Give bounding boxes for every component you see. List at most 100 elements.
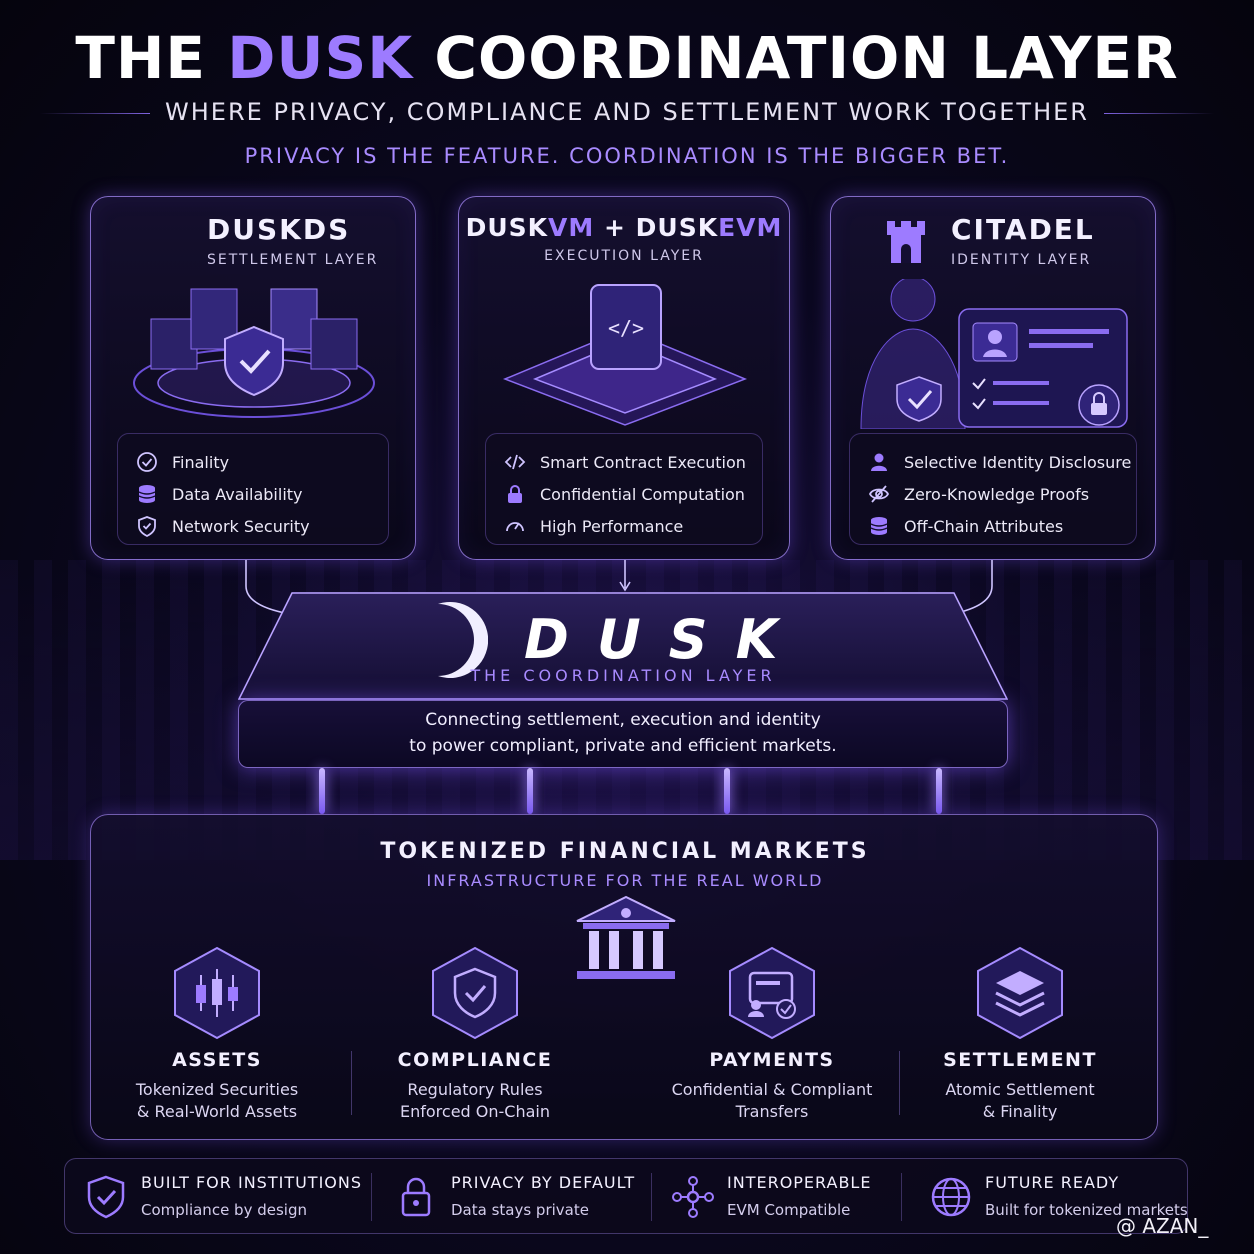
title-accent: DUSK bbox=[227, 24, 414, 92]
dusk-platform-top bbox=[238, 592, 1008, 700]
globe-icon bbox=[931, 1177, 971, 1217]
bank-building-icon bbox=[576, 895, 676, 979]
title-suffix: COORDINATION LAYER bbox=[434, 24, 1179, 92]
title-prefix: THE bbox=[75, 24, 207, 92]
feature-label: High Performance bbox=[540, 516, 684, 536]
feature-row: Network Security bbox=[136, 510, 388, 542]
light-pillar bbox=[936, 768, 942, 814]
card-duskds-features: Finality Data Availability Network Secur… bbox=[117, 433, 389, 545]
feature-row: High Performance bbox=[504, 510, 762, 542]
market-column-title: PAYMENTS bbox=[709, 1049, 835, 1071]
dusk-core-platform: DUSK THE COORDINATION LAYER Connecting s… bbox=[238, 592, 1008, 768]
footer-divider bbox=[651, 1173, 652, 1221]
tokenized-markets-panel: TOKENIZED FINANCIAL MARKETS INFRASTRUCTU… bbox=[90, 814, 1158, 1140]
card-subtitle: SETTLEMENT LAYER bbox=[207, 252, 379, 268]
market-column-title: ASSETS bbox=[172, 1049, 262, 1071]
code-block-illustration: </> bbox=[502, 284, 748, 426]
footer-item-title: PRIVACY BY DEFAULT bbox=[451, 1173, 636, 1192]
dusk-subtitle: THE COORDINATION LAYER bbox=[470, 666, 776, 685]
light-pillar bbox=[527, 768, 533, 814]
dusk-description-line: to power compliant, private and efficien… bbox=[409, 736, 837, 756]
footer-item-title: INTEROPERABLE bbox=[727, 1173, 872, 1192]
column-divider bbox=[351, 1051, 352, 1115]
market-column-payments: PAYMENTS Confidential & Compliant Transf… bbox=[642, 945, 902, 1123]
footer-item-desc: Compliance by design bbox=[141, 1201, 307, 1219]
server-shield-illustration bbox=[133, 288, 375, 418]
footer-bar: BUILT FOR INSTITUTIONS Compliance by des… bbox=[64, 1158, 1188, 1234]
dusk-description-panel: Connecting settlement, execution and ide… bbox=[238, 700, 1008, 768]
subtitle-right-line bbox=[1104, 113, 1214, 114]
card-subtitle: EXECUTION LAYER bbox=[544, 248, 704, 264]
footer-item-desc: EVM Compatible bbox=[727, 1201, 851, 1219]
market-column-compliance: COMPLIANCE Regulatory Rules Enforced On-… bbox=[345, 945, 605, 1123]
tagline: PRIVACY IS THE FEATURE. COORDINATION IS … bbox=[244, 144, 1010, 168]
castle-icon bbox=[887, 221, 925, 263]
card-duskvm: DUSKVM + DUSKEVM EXECUTION LAYER </> Sma… bbox=[458, 196, 790, 560]
shield-check-icon bbox=[432, 946, 518, 1040]
feature-row: Data Availability bbox=[136, 478, 388, 510]
footer-divider bbox=[901, 1173, 902, 1221]
footer-item-title: BUILT FOR INSTITUTIONS bbox=[141, 1173, 363, 1192]
feature-row: Smart Contract Execution bbox=[504, 446, 762, 478]
market-column-desc: Regulatory Rules Enforced On-Chain bbox=[400, 1080, 550, 1121]
shield-check-icon bbox=[138, 516, 156, 537]
crescent-moon-icon bbox=[169, 219, 193, 267]
market-column-settlement: SETTLEMENT Atomic Settlement & Finality bbox=[890, 945, 1150, 1123]
shield-check-icon bbox=[87, 1175, 125, 1219]
markets-title: TOKENIZED FINANCIAL MARKETS bbox=[380, 839, 870, 864]
card-title: CITADEL bbox=[951, 213, 1095, 246]
card-duskds: DUSKDS SETTLEMENT LAYER Finality Data Av… bbox=[90, 196, 416, 560]
check-circle-icon bbox=[137, 452, 157, 472]
svg-text:</>: </> bbox=[608, 316, 644, 340]
feature-row: Finality bbox=[136, 446, 388, 478]
card-citadel: CITADEL IDENTITY LAYER Selective Identit… bbox=[830, 196, 1156, 560]
market-column-title: SETTLEMENT bbox=[943, 1049, 1097, 1071]
payment-card-icon bbox=[729, 946, 815, 1040]
dusk-platform-outline bbox=[238, 592, 1008, 700]
page-subtitle: WHERE PRIVACY, COMPLIANCE AND SETTLEMENT… bbox=[165, 98, 1089, 126]
feature-label: Data Availability bbox=[172, 484, 303, 504]
market-column-desc: Atomic Settlement & Finality bbox=[945, 1080, 1095, 1121]
card-citadel-features: Selective Identity Disclosure Zero-Knowl… bbox=[849, 433, 1137, 545]
feature-label: Confidential Computation bbox=[540, 484, 745, 504]
market-column-assets: ASSETS Tokenized Securities & Real-World… bbox=[87, 945, 347, 1123]
feature-row: Selective Identity Disclosure bbox=[868, 446, 1136, 478]
feature-label: Selective Identity Disclosure bbox=[904, 452, 1132, 472]
feature-label: Smart Contract Execution bbox=[540, 452, 746, 472]
card-duskvm-header: DUSKVM + DUSKEVM EXECUTION LAYER bbox=[459, 213, 789, 264]
identity-card-illustration bbox=[860, 279, 1128, 429]
card-title: DUSKVM + DUSKEVM bbox=[465, 213, 783, 242]
light-pillar bbox=[319, 768, 325, 814]
card-title: DUSKDS bbox=[207, 213, 351, 246]
market-column-desc: Tokenized Securities & Real-World Assets bbox=[135, 1080, 299, 1121]
footer-item-desc: Data stays private bbox=[451, 1201, 589, 1219]
dusk-description-line: Connecting settlement, execution and ide… bbox=[425, 710, 821, 730]
light-pillar bbox=[724, 768, 730, 814]
subtitle-left-line bbox=[40, 113, 150, 114]
footer-divider bbox=[371, 1173, 372, 1221]
eye-off-icon bbox=[868, 485, 890, 503]
feature-row: Off-Chain Attributes bbox=[868, 510, 1136, 542]
markets-subtitle: INFRASTRUCTURE FOR THE REAL WORLD bbox=[426, 871, 824, 890]
connector-left bbox=[245, 560, 291, 615]
column-divider bbox=[899, 1051, 900, 1115]
author-watermark: @ AZAN_ bbox=[1116, 1214, 1209, 1238]
user-icon bbox=[871, 453, 887, 471]
market-column-title: COMPLIANCE bbox=[397, 1049, 553, 1071]
feature-row: Zero-Knowledge Proofs bbox=[868, 478, 1136, 510]
database-icon bbox=[138, 485, 156, 503]
layers-icon bbox=[977, 946, 1063, 1040]
feature-label: Zero-Knowledge Proofs bbox=[904, 484, 1090, 504]
page-title: THE DUSK COORDINATION LAYER bbox=[0, 24, 1254, 92]
market-column-desc: Confidential & Compliant Transfers bbox=[671, 1080, 873, 1121]
card-subtitle: IDENTITY LAYER bbox=[951, 252, 1092, 268]
crescent-moon-icon bbox=[438, 602, 488, 678]
lock-icon bbox=[401, 1177, 431, 1217]
candlestick-icon bbox=[174, 946, 260, 1040]
dusk-logo-text: DUSK bbox=[524, 608, 806, 671]
feature-label: Off-Chain Attributes bbox=[904, 516, 1064, 536]
feature-label: Network Security bbox=[172, 516, 310, 536]
feature-label: Finality bbox=[172, 452, 230, 472]
database-icon bbox=[870, 517, 888, 535]
code-icon bbox=[504, 454, 526, 470]
